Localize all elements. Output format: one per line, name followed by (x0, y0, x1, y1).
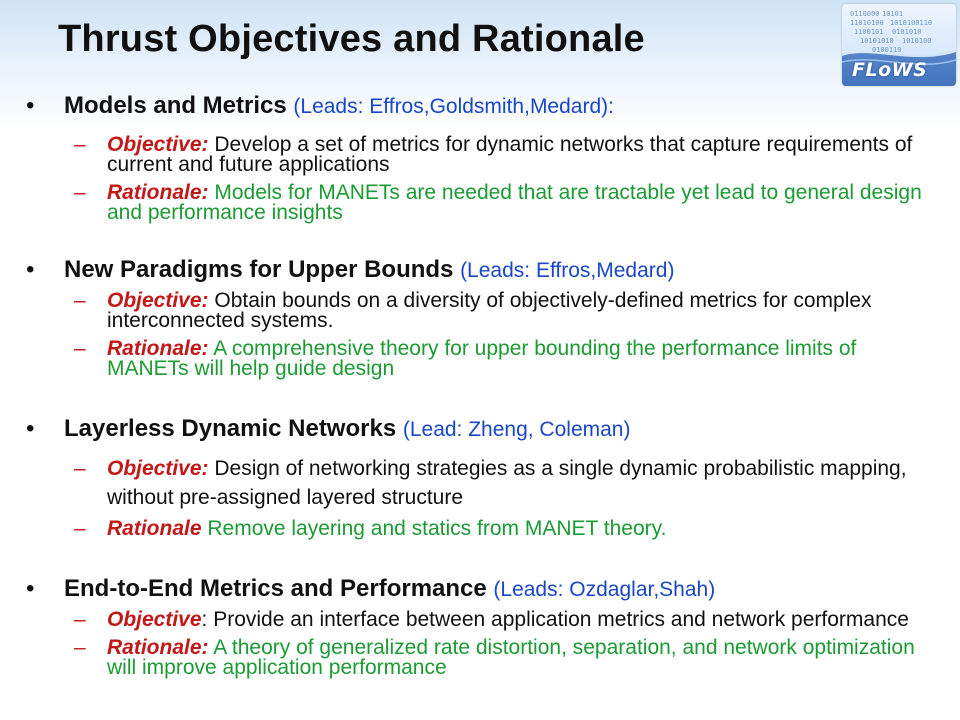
bullet-dot: • (26, 256, 35, 283)
rationale-text: Remove layering and statics from MANET t… (201, 517, 667, 540)
section-heading-line: • End-to-End Metrics and Performance (Le… (22, 575, 942, 604)
dash-marker: – (74, 457, 86, 480)
rationale-text: A theory of generalized rate distortion,… (107, 636, 915, 679)
section-heading-line: • Layerless Dynamic Networks (Lead: Zhen… (22, 415, 942, 444)
binary-row: 1100101 (854, 28, 884, 36)
bullet-content: • Models and Metrics (Leads: Effros,Gold… (22, 92, 942, 678)
objective-text: : Provide an interface between applicati… (201, 608, 909, 631)
section-layerless-networks: • Layerless Dynamic Networks (Lead: Zhen… (22, 415, 942, 543)
binary-row: 1010100 (902, 37, 932, 45)
dash-marker: – (74, 517, 86, 540)
rationale-text: A comprehensive theory for upper boundin… (107, 337, 857, 380)
section-leads: (Leads: Effros,Medard) (460, 259, 675, 282)
objective-item: –Objective: Provide an interface between… (22, 608, 942, 631)
dash-marker: – (74, 289, 86, 312)
dash-marker: – (74, 181, 86, 204)
bullet-dot: • (26, 92, 35, 119)
rationale-item: –Rationale: A theory of generalized rate… (22, 636, 942, 679)
section-upper-bounds: • New Paradigms for Upper Bounds (Leads:… (22, 256, 942, 379)
section-heading: Layerless Dynamic Networks (64, 415, 397, 442)
dash-marker: – (74, 608, 86, 631)
bullet-dot: • (26, 415, 35, 442)
dash-marker: – (74, 133, 86, 156)
section-heading: New Paradigms for Upper Bounds (64, 256, 454, 283)
bullet-dot: • (26, 575, 35, 602)
binary-row: 0110000 (850, 10, 880, 18)
flows-logo: 0110000 10101 11010100 1010100110 110010… (842, 4, 956, 86)
binary-row: 1010100110 (890, 19, 932, 27)
section-heading-line: • Models and Metrics (Leads: Effros,Gold… (22, 92, 942, 121)
objective-text: Obtain bounds on a diversity of objectiv… (107, 289, 872, 332)
section-heading: End-to-End Metrics and Performance (64, 575, 487, 602)
rationale-label: Rationale: (107, 181, 209, 204)
binary-row: 10101010 (860, 37, 894, 45)
objective-text: Develop a set of metrics for dynamic net… (107, 133, 913, 176)
rationale-label: Rationale (107, 517, 202, 540)
section-leads: (Lead: Zheng, Coleman) (402, 418, 631, 441)
objective-item: –Objective: Obtain bounds on a diversity… (22, 289, 942, 332)
objective-label: Objective (107, 608, 202, 631)
binary-row: 0101010 (892, 28, 922, 36)
dash-marker: – (74, 337, 86, 360)
logo-text: FLoWS (852, 59, 928, 81)
objective-item: –Objective: Develop a set of metrics for… (22, 133, 942, 176)
objective-label: Objective: (107, 289, 209, 312)
rationale-item: –Rationale: A comprehensive theory for u… (22, 337, 942, 380)
binary-row: 0100110 (872, 46, 902, 54)
rationale-label: Rationale: (107, 636, 209, 659)
objective-label: Objective: (107, 457, 209, 480)
rationale-text: Models for MANETs are needed that are tr… (107, 181, 922, 224)
objective-item: –Objective: Design of networking strateg… (22, 454, 942, 512)
section-leads: (Leads: Effros,Goldsmith,Medard): (293, 95, 614, 118)
slide-title: Thrust Objectives and Rationale (58, 18, 645, 60)
section-heading-line: • New Paradigms for Upper Bounds (Leads:… (22, 256, 942, 285)
objective-text: Design of networking strategies as a sin… (107, 457, 907, 509)
section-leads: (Leads: Ozdaglar,Shah) (493, 578, 716, 601)
dash-marker: – (74, 636, 86, 659)
binary-row: 11010100 (850, 19, 884, 27)
objective-label: Objective: (107, 133, 209, 156)
rationale-label: Rationale: (107, 337, 209, 360)
rationale-item: –Rationale: Models for MANETs are needed… (22, 181, 942, 224)
binary-digits-graphic: 0110000 10101 11010100 1010100110 110010… (842, 10, 956, 86)
binary-row: 10101 (882, 10, 903, 18)
section-models-and-metrics: • Models and Metrics (Leads: Effros,Gold… (22, 92, 942, 223)
section-heading: Models and Metrics (64, 92, 287, 119)
section-end-to-end: • End-to-End Metrics and Performance (Le… (22, 575, 942, 678)
rationale-item: –Rationale Remove layering and statics f… (22, 514, 942, 543)
